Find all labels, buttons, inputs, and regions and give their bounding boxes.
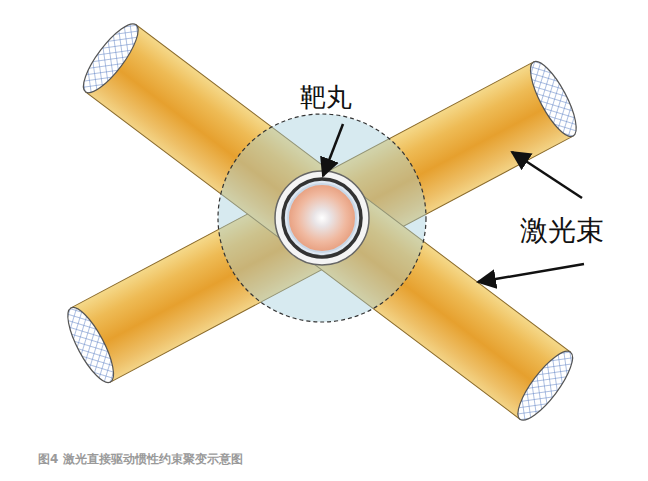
part-label: 靶丸	[300, 80, 352, 115]
part-label: 激光束	[520, 212, 604, 250]
target-pellet	[275, 171, 369, 265]
leader-arrow	[478, 264, 584, 282]
leader-arrow	[512, 152, 582, 198]
laser-beam	[75, 17, 581, 427]
leader-arrow	[323, 124, 343, 176]
figure-caption: 图4 激光直接驱动惯性约束聚变示意图	[38, 451, 243, 468]
corona-region	[218, 114, 426, 322]
